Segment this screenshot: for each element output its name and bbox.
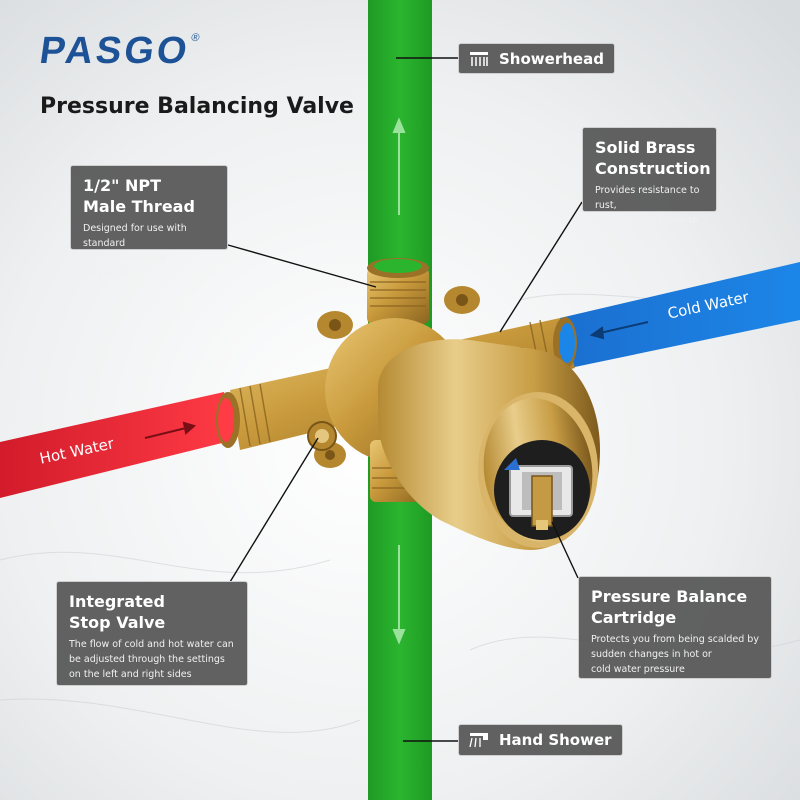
cartridge-description: Protects you from being scalded by sudde… <box>591 634 759 675</box>
cartridge-callout: Pressure Balance Cartridge Protects you … <box>578 576 772 679</box>
stop-valve-description: The flow of cold and hot water can be ad… <box>69 639 234 680</box>
stop-valve-heading: Integrated Stop Valve <box>69 592 166 632</box>
down-arrow-icon <box>392 545 406 645</box>
brand-logo-text: PASGO <box>37 30 193 72</box>
cold-water-pipe <box>560 262 800 368</box>
npt-thread-description: Designed for use with standard 1/2" US p… <box>83 223 187 279</box>
hot-water-pipe <box>0 392 234 498</box>
solid-brass-heading: Solid Brass Construction <box>595 138 711 178</box>
up-arrow-icon <box>392 117 406 215</box>
npt-thread-heading: 1/2" NPT Male Thread <box>83 176 195 216</box>
cartridge-heading: Pressure Balance Cartridge <box>591 587 748 627</box>
page-title: Pressure Balancing Valve <box>40 94 354 119</box>
npt-thread-callout: 1/2" NPT Male Thread Designed for use wi… <box>70 165 228 279</box>
showerhead-icon <box>470 51 488 66</box>
solid-brass-callout: Solid Brass Construction Provides resist… <box>582 127 717 226</box>
stop-valve-callout: Integrated Stop Valve The flow of cold a… <box>56 581 248 686</box>
right-arrow-icon <box>144 421 197 439</box>
brand-logo: PASGO® <box>37 30 204 73</box>
hand-shower-icon <box>469 733 488 748</box>
showerhead-label: Showerhead <box>499 49 604 68</box>
leader-lines <box>227 57 583 742</box>
registered-mark: ® <box>190 32 204 44</box>
solid-brass-description: Provides resistance to rust, corrosion, … <box>595 185 700 226</box>
valve-body <box>216 258 600 550</box>
hand-shower-tag: Hand Shower <box>458 724 623 756</box>
hand-shower-label: Hand Shower <box>499 731 612 749</box>
showerhead-tag: Showerhead <box>458 43 615 74</box>
left-arrow-icon <box>589 321 649 340</box>
